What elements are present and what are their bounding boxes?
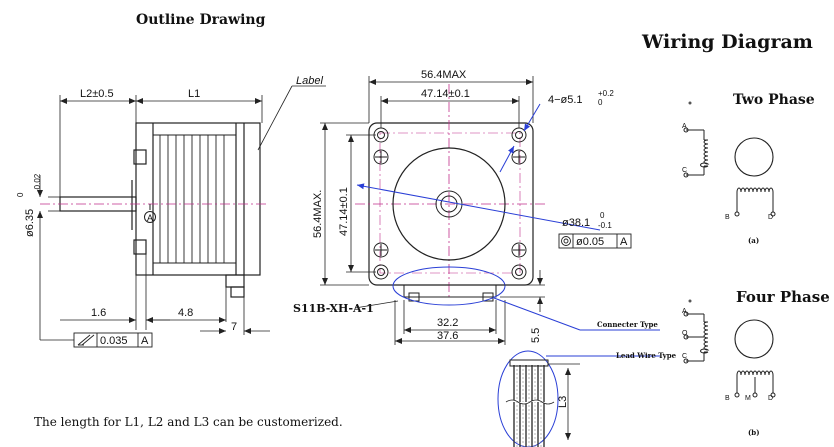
rotor-circle-four-phase: [734, 319, 774, 359]
concentricity-datum: A: [620, 236, 628, 248]
dim-holes-tol-top: +0.2: [598, 89, 614, 98]
runout-datum: A: [141, 335, 149, 347]
four-phase-terminal-m: M: [745, 395, 751, 402]
dim-holes-tol-bottom: 0: [598, 98, 603, 107]
dim-shaft-diameter: ø6.35: [24, 209, 36, 237]
four-phase-caption: (b): [748, 428, 760, 437]
runout-tolerance-frame: 0.035 A: [39, 233, 153, 348]
dim-l3: L3: [557, 396, 569, 408]
pilot-dimension-line: [356, 183, 601, 231]
two-phase-terminal-a: A: [682, 123, 687, 130]
four-phase-terminal-c: C: [682, 353, 687, 360]
concentricity-frame: ø0.05 A: [558, 233, 632, 249]
dim-1-6: 1.6: [91, 307, 106, 319]
connector: [403, 284, 497, 302]
four-phase-terminal-a: A: [682, 308, 687, 315]
dim-5-5: 5.5: [530, 328, 542, 343]
datum-a-label: A: [147, 213, 153, 223]
customization-footnote: The length for L1, L2 and L3 can be cust…: [34, 415, 343, 429]
dim-l2: L2±0.5: [80, 88, 114, 100]
dim-7: 7: [231, 321, 237, 333]
dim-pilot-tol-bottom: -0.1: [598, 221, 612, 230]
mounting-holes: [373, 127, 527, 280]
pilot-circle: [392, 147, 506, 261]
dim-shaft-tol-bottom: -0.02: [33, 173, 42, 192]
side-view: A L2±0.5 L1 Label: [16, 75, 326, 348]
dim-56-4-max-side: 56.4MAX.: [312, 190, 324, 238]
dim-l1: L1: [188, 88, 200, 100]
dim-47-14-side: 47.14±0.1: [338, 187, 350, 236]
two-phase-caption: (a): [748, 236, 759, 245]
two-phase-title: Two Phase: [733, 92, 815, 108]
two-phase-terminal-c: C: [682, 167, 687, 174]
runout-value: 0.035: [100, 335, 128, 347]
label-callout: Label: [257, 75, 326, 151]
wiring-diagram-title: Wiring Diagram: [642, 31, 813, 53]
dim-pilot: ø38.1: [562, 217, 590, 229]
dim-shaft-tol-top: 0: [16, 192, 25, 197]
datum-a-symbol: A: [144, 204, 156, 223]
dim-32-2: 32.2: [437, 317, 458, 329]
outline-drawing-title: Outline Drawing: [136, 12, 266, 28]
connector-highlight-ellipse: [392, 266, 506, 306]
screw-icons: [373, 149, 527, 258]
dim-holes: 4−ø5.1: [548, 94, 583, 106]
front-view: 56.4MAX 47.14±0.1 56.4MAX. 47.14±0.1 4−ø…: [293, 69, 677, 447]
connector-part-number: S11B-XH-A-1: [293, 302, 374, 315]
four-phase-title: Four Phase: [736, 288, 830, 306]
dim-37-6: 37.6: [437, 330, 458, 342]
concentricity-icon: [561, 236, 571, 246]
concentricity-value: ø0.05: [576, 236, 604, 248]
two-phase-diagram: A C B D (a): [682, 101, 776, 245]
motor-body: [59, 122, 261, 298]
two-phase-terminal-b: B: [725, 214, 730, 221]
lead-wire-type-label: Lead Wire Type: [616, 351, 677, 360]
dim-4-8: 4.8: [178, 307, 193, 319]
four-phase-terminal-o: O: [682, 330, 688, 337]
four-phase-diagram: A O C B M D (b): [682, 299, 776, 437]
dim-56-4-max-top: 56.4MAX: [421, 69, 467, 81]
two-phase-terminal-d: D: [768, 214, 773, 221]
rotor-circle-two-phase: [734, 137, 774, 177]
lead-wires: [497, 350, 559, 447]
label-callout-text: Label: [296, 75, 323, 87]
four-phase-terminal-d: D: [768, 395, 773, 402]
connector-type-label: Connecter Type: [597, 320, 658, 329]
total-runout-icon: [77, 334, 95, 346]
dim-pilot-tol-top: 0: [600, 211, 605, 220]
dim-47-14-top: 47.14±0.1: [421, 88, 470, 100]
four-phase-terminal-b: B: [725, 395, 730, 402]
